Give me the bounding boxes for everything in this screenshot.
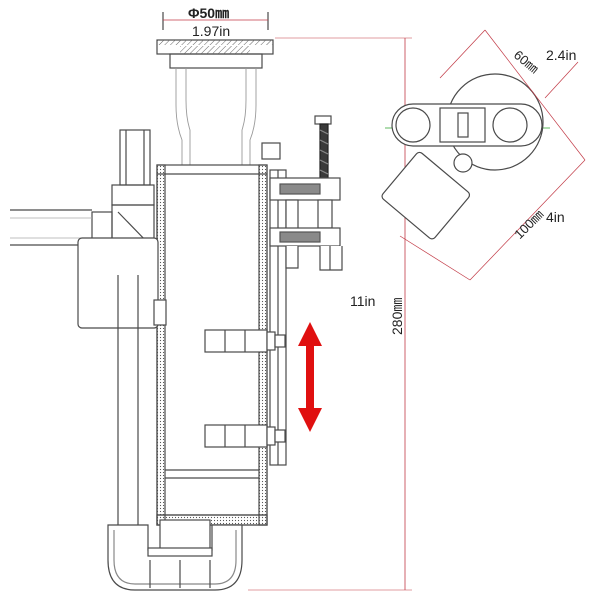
body-clamp-lower [204,424,286,448]
collection-cup-top [156,39,274,69]
height-mm-label: 280㎜ [389,297,405,335]
cup-neck [175,68,257,165]
height-in-label: 11in [350,293,376,309]
diameter-dimension [162,12,269,30]
up-down-arrow-icon [298,322,322,432]
top-width-in-label: 2.4in [546,47,577,63]
bottom-u-pipe [107,519,243,591]
upper-bracket [269,177,341,241]
diameter-in-label: 1.97in [192,23,231,39]
inlet-pipe [10,129,167,540]
diameter-mm-label: Φ50㎜ [188,5,230,21]
top-view [381,29,586,281]
top-length-in-label: 4in [546,209,565,225]
body-clamp-upper [204,329,286,353]
small-cap [261,142,281,160]
lower-bracket [269,227,343,271]
side-rail [269,169,287,466]
